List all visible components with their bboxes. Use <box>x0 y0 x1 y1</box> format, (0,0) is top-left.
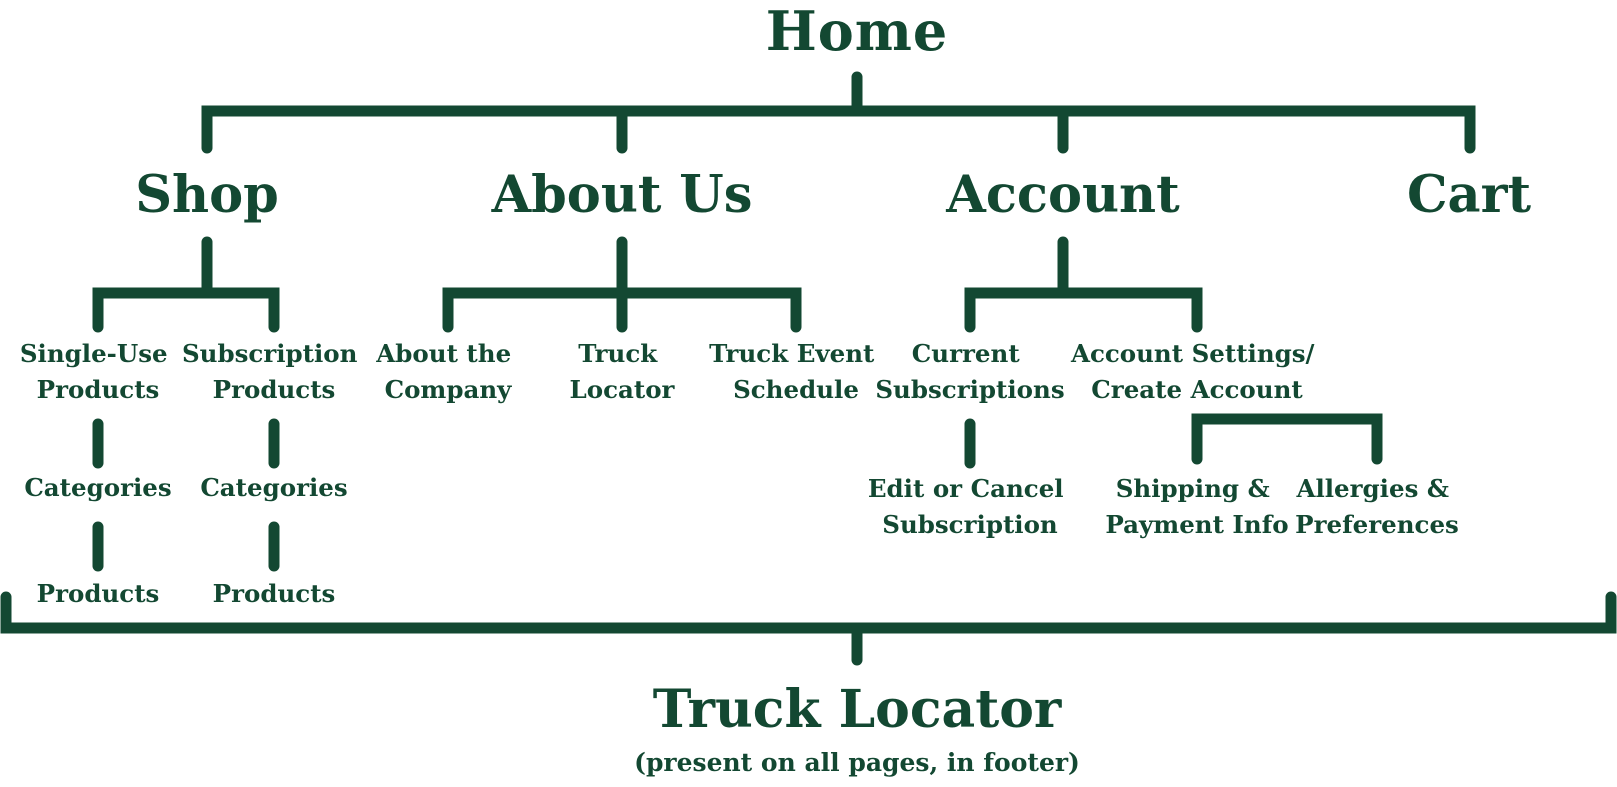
node-about-us: About Us <box>491 165 753 225</box>
node-subscription-products-leaf: Products <box>213 579 336 608</box>
node-cart: Cart <box>1407 165 1532 225</box>
node-single-use-products: Single-Use Products <box>20 339 176 404</box>
node-footer-truck-locator: Truck Locator <box>653 679 1062 740</box>
node-shop: Shop <box>135 165 279 225</box>
connector-shop-bar <box>92 287 280 333</box>
node-about-the-company-line-1: About the <box>375 339 511 368</box>
node-truck-event-schedule-line-1: Truck Event <box>709 339 875 368</box>
node-truck-event-schedule-line-2: Schedule <box>733 375 859 404</box>
node-about-the-company: About the Company <box>375 339 519 404</box>
node-shipping-payment-line-2: Payment Info <box>1105 510 1288 539</box>
node-account-settings-line-2: Create Account <box>1091 375 1303 404</box>
node-single-use-products-leaf: Products <box>37 579 160 608</box>
footer-note: (present on all pages, in footer) <box>634 748 1080 777</box>
connector-settings-bar <box>1191 413 1383 465</box>
connector-footer-bracket <box>0 591 1617 634</box>
node-shipping-payment-line-1: Shipping & <box>1116 474 1270 503</box>
node-current-subscriptions-line-2: Subscriptions <box>875 375 1064 404</box>
connector-about-bar <box>442 287 802 333</box>
node-edit-or-cancel-line-2: Subscription <box>882 510 1058 539</box>
node-account: Account <box>945 165 1180 225</box>
node-truck-locator-line-1: Truck <box>578 339 658 368</box>
node-current-subscriptions-line-1: Current <box>912 339 1021 368</box>
node-subscription-products: Subscription Products <box>182 339 366 404</box>
node-single-use-products-line-1: Single-Use <box>20 339 168 368</box>
node-single-use-categories: Categories <box>24 473 171 502</box>
connectors <box>0 71 1617 666</box>
node-allergies-preferences-line-2: Preferences <box>1295 510 1459 539</box>
node-subscription-products-line-2: Products <box>213 375 336 404</box>
node-about-the-company-line-2: Company <box>385 375 513 404</box>
node-shipping-payment-info: Shipping & Payment Info <box>1105 474 1288 539</box>
node-home: Home <box>766 0 949 63</box>
node-edit-or-cancel-subscription: Edit or Cancel Subscription <box>868 474 1072 539</box>
node-subscription-categories: Categories <box>200 473 347 502</box>
connector-account-bar <box>964 287 1203 333</box>
node-edit-or-cancel-line-1: Edit or Cancel <box>868 474 1064 503</box>
connector-level1-bar <box>201 105 1476 154</box>
node-account-settings: Account Settings/ Create Account <box>1070 339 1323 404</box>
node-truck-locator: Truck Locator <box>570 339 676 404</box>
node-account-settings-line-1: Account Settings/ <box>1070 339 1315 368</box>
node-allergies-preferences-line-1: Allergies & <box>1295 474 1449 503</box>
node-truck-locator-line-2: Locator <box>570 375 676 404</box>
node-allergies-preferences: Allergies & Preferences <box>1295 474 1459 539</box>
node-truck-event-schedule: Truck Event Schedule <box>709 339 883 404</box>
node-subscription-products-line-1: Subscription <box>182 339 358 368</box>
node-current-subscriptions: Current Subscriptions <box>875 339 1064 404</box>
node-single-use-products-line-2: Products <box>37 375 160 404</box>
